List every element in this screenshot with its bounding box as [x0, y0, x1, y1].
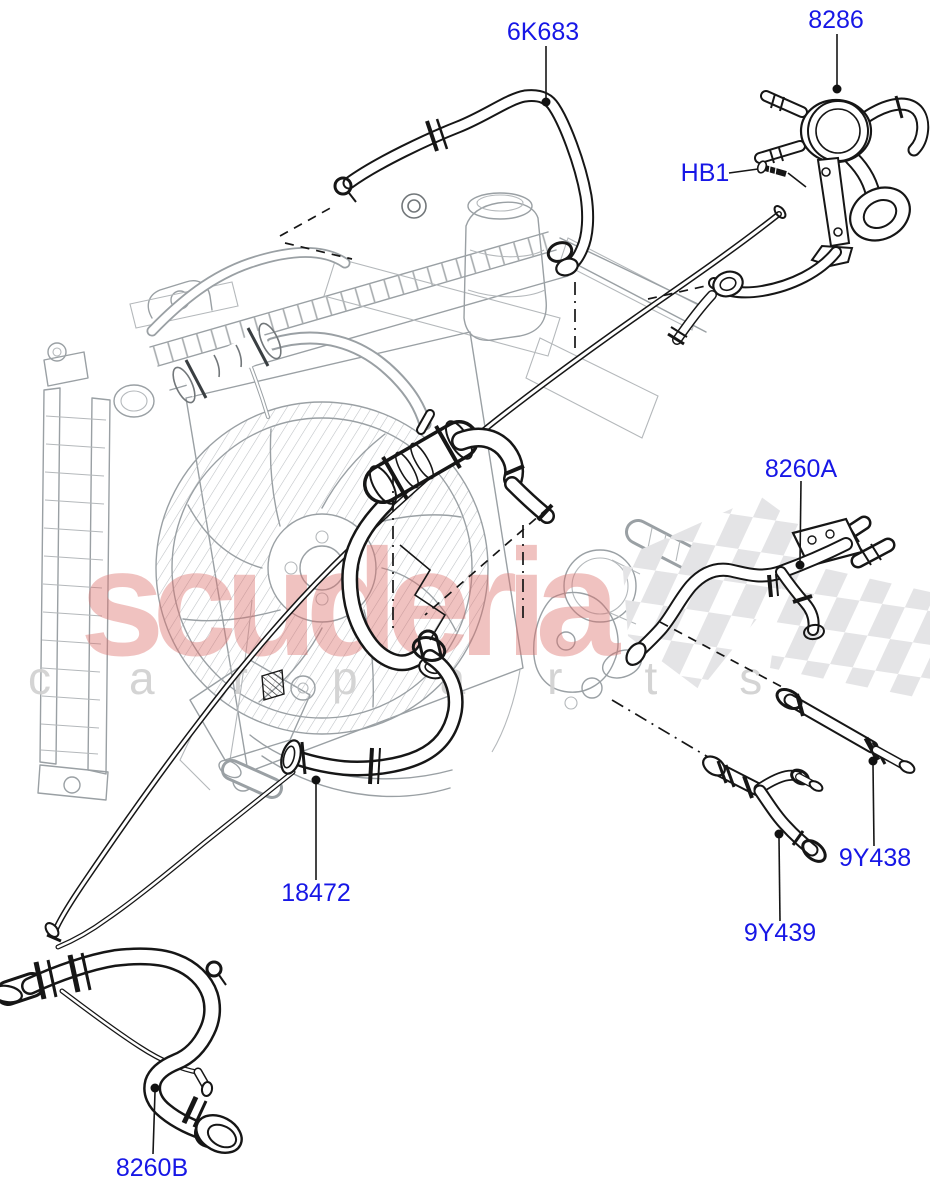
hose-8260A-assembly-art	[625, 519, 888, 666]
assembly-guide-lines	[279, 205, 785, 758]
hose-6K683-art	[333, 96, 588, 277]
part-label-8260A[interactable]: 8260A	[765, 455, 838, 483]
core-fins-art	[525, 337, 659, 439]
core-fins-art	[323, 257, 561, 357]
part-label-8260B[interactable]: 8260B	[116, 1154, 188, 1182]
hose-9Y438-art	[775, 688, 916, 774]
part-label-6K683[interactable]: 6K683	[507, 18, 579, 46]
hose-18472-art	[280, 636, 456, 785]
part-label-18472[interactable]: 18472	[281, 879, 351, 907]
part-label-HB1[interactable]: HB1	[681, 159, 730, 187]
part-label-9Y439[interactable]: 9Y439	[744, 919, 816, 947]
part-label-9Y438[interactable]: 9Y438	[839, 844, 911, 872]
bolt-HB1-art	[756, 160, 787, 177]
intercooler-hose-art	[172, 322, 282, 404]
expansion-tank-art	[463, 192, 547, 341]
pipe-18472-runs-art	[44, 205, 787, 947]
hose-8260B-assembly-art	[0, 953, 243, 1154]
watermark-tagline-left: car	[28, 652, 326, 704]
callout-leaders	[150, 34, 878, 1155]
condenser-ladder-art	[37, 342, 155, 801]
watermark: scuderia car parts	[28, 496, 930, 704]
thermostat-housing-art	[179, 659, 316, 799]
part-label-8286[interactable]: 8286	[808, 6, 864, 34]
checkered-flag-watermark	[622, 496, 820, 690]
hose-9Y439-art	[702, 755, 827, 863]
hose-8286-assembly-art	[667, 94, 923, 346]
